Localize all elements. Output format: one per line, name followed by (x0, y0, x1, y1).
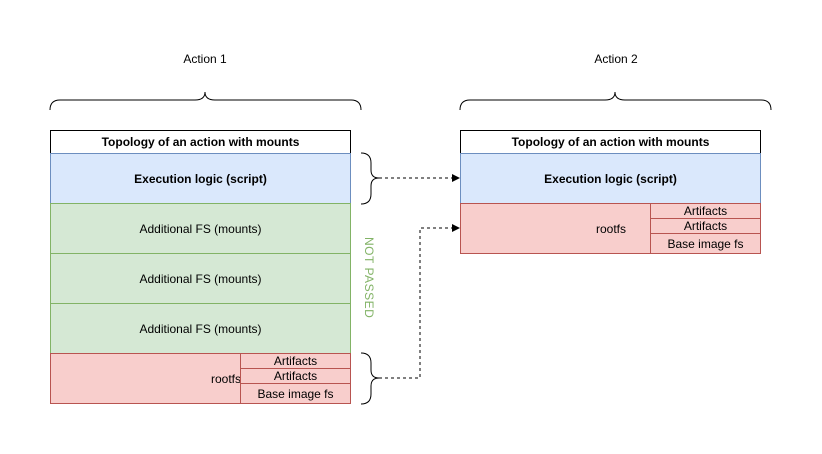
action-1-brace (49, 91, 362, 111)
execution-brace (360, 152, 380, 205)
action-1-rootfs-label: rootfs (210, 371, 241, 386)
action-1-layer-artifacts-1: Artifacts (240, 353, 351, 369)
not-passed-label: NOT PASSED (362, 237, 376, 319)
action-1-mount-3: Additional FS (mounts) (50, 303, 351, 354)
action-1-mount-2: Additional FS (mounts) (50, 253, 351, 304)
action-1-execution-logic: Execution logic (script) (50, 153, 351, 204)
action-2-layer-artifacts-2: Artifacts (650, 218, 761, 234)
action-2-title: Topology of an action with mounts (460, 130, 761, 154)
action-1-mount-1: Additional FS (mounts) (50, 203, 351, 254)
action-1-label: Action 1 (183, 52, 227, 66)
action-1-title: Topology of an action with mounts (50, 130, 351, 154)
action-2-brace (459, 91, 772, 111)
action-2-label: Action 2 (594, 52, 638, 66)
action-2-layer-base-image: Base image fs (650, 233, 761, 254)
action-2-layer-artifacts-1: Artifacts (650, 203, 761, 219)
rootfs-brace (360, 352, 380, 405)
action-2-rootfs-label: rootfs (595, 221, 626, 236)
rootfs-arrow (379, 224, 460, 379)
action-1-layer-base-image: Base image fs (240, 383, 351, 404)
